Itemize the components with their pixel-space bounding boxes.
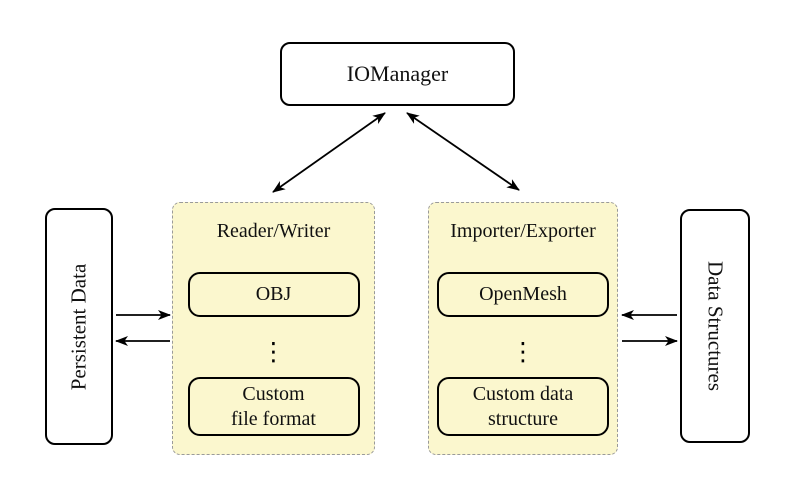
item-custom-data-structure: Custom data structure <box>437 377 609 436</box>
item-custom-file-format-line2: file format <box>231 407 316 430</box>
node-iomanager: IOManager <box>280 42 515 106</box>
group-reader-writer: Reader/Writer OBJ ⋮ Custom file format <box>172 202 375 455</box>
vertical-ellipsis-icon: ⋮ <box>510 337 536 366</box>
node-persistent-data-label: Persistent Data <box>66 263 91 390</box>
node-data-structures: Data Structures <box>680 209 750 443</box>
item-openmesh-label: OpenMesh <box>479 283 567 305</box>
item-obj-label: OBJ <box>255 283 292 305</box>
node-iomanager-label: IOManager <box>346 61 449 86</box>
vertical-ellipsis-icon: ⋮ <box>261 337 286 366</box>
node-data-structures-label: Data Structures <box>703 260 728 392</box>
item-obj: OBJ <box>187 272 360 317</box>
group-reader-writer-title: Reader/Writer <box>216 220 331 242</box>
node-persistent-data: Persistent Data <box>45 208 113 445</box>
item-custom-data-structure-line1: Custom data <box>472 382 574 405</box>
group-importer-exporter: Importer/Exporter OpenMesh ⋮ Custom data… <box>428 202 618 455</box>
arrow-iomanager-readerwriter <box>272 112 386 193</box>
item-custom-file-format: Custom file format <box>187 377 360 436</box>
item-openmesh: OpenMesh <box>437 272 609 317</box>
item-custom-data-structure-line2: structure <box>488 407 558 430</box>
item-custom-file-format-line1: Custom <box>242 382 305 405</box>
arrow-iomanager-importerexporter <box>406 112 520 191</box>
group-importer-exporter-title: Importer/Exporter <box>450 220 596 242</box>
